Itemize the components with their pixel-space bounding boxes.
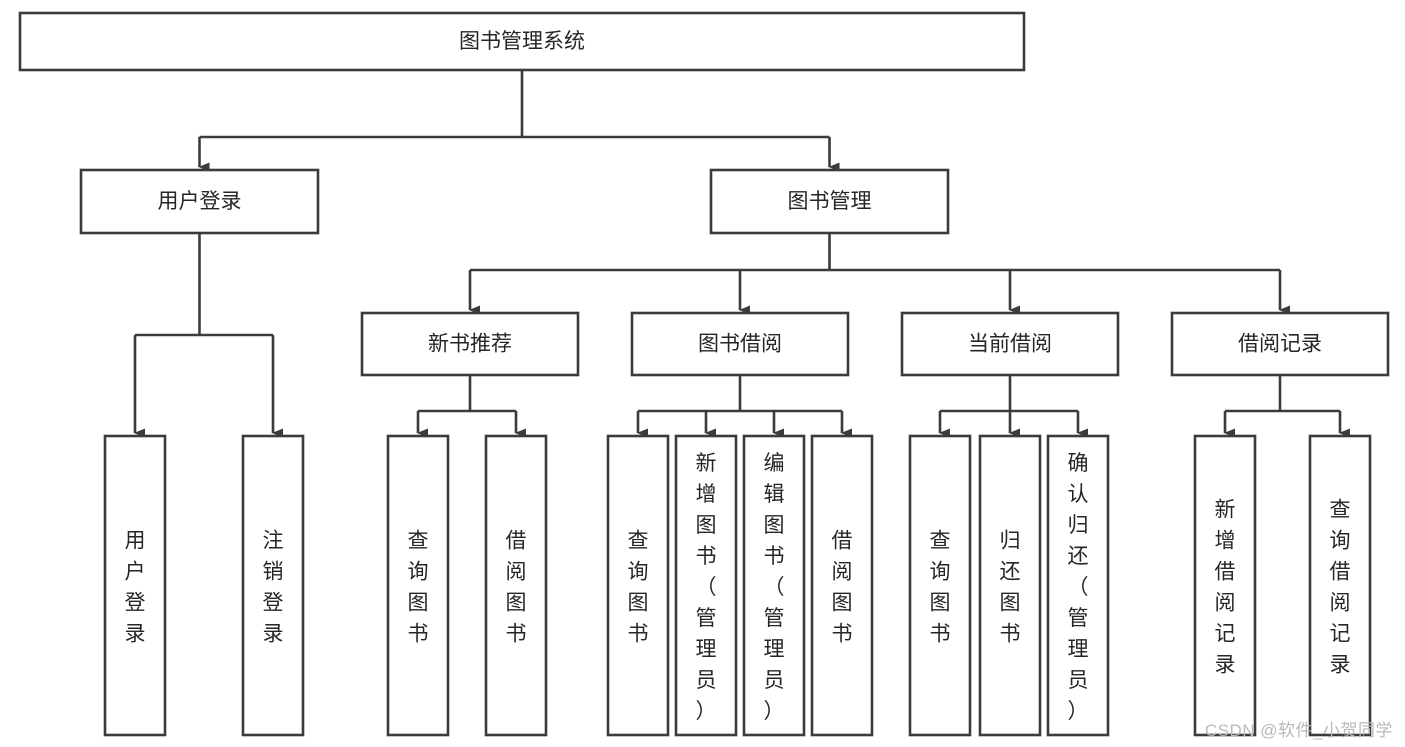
connector-lines: [133, 70, 1350, 438]
node-label: 图书借阅: [698, 333, 782, 356]
node-leaf-6[interactable]: 编辑图书（管理员）: [742, 434, 806, 737]
node-label: 新增图书（管理员）: [696, 452, 717, 723]
node-label: 查询图书: [930, 530, 951, 646]
node-l3-1[interactable]: 图书借阅: [630, 311, 850, 377]
node-leaf-7[interactable]: 借阅图书: [810, 434, 874, 737]
node-box-借阅图书-3[interactable]: [484, 434, 548, 737]
node-label: 用户登录: [158, 190, 242, 213]
node-box-用户登录-0[interactable]: [79, 168, 320, 235]
node-label: 当前借阅: [968, 333, 1052, 356]
node-label: 用户登录: [125, 530, 146, 646]
node-leaf-0[interactable]: 用户登录: [103, 434, 167, 737]
node-label: 借阅图书: [506, 530, 527, 646]
node-box-注销登录-1[interactable]: [241, 434, 305, 737]
node-label: 确认归还（管理员）: [1068, 452, 1089, 723]
node-leaf-11[interactable]: 新增借阅记录: [1193, 434, 1257, 737]
node-box-图书管理-1[interactable]: [709, 168, 950, 235]
node-box-图书管理系统-0[interactable]: [18, 11, 1026, 72]
node-box-新书推荐-0[interactable]: [360, 311, 580, 377]
node-l2-1[interactable]: 图书管理: [709, 168, 950, 235]
node-label: 查询借阅记录: [1330, 499, 1351, 677]
node-leaf-3[interactable]: 借阅图书: [484, 434, 548, 737]
node-box-查询图书-2[interactable]: [386, 434, 450, 737]
node-box-查询借阅记录-12[interactable]: [1308, 434, 1372, 737]
node-l3-3[interactable]: 借阅记录: [1170, 311, 1390, 377]
node-leaf-5[interactable]: 新增图书（管理员）: [674, 434, 738, 737]
node-root-0[interactable]: 图书管理系统: [18, 11, 1026, 72]
node-boxes: 图书管理系统用户登录图书管理新书推荐图书借阅当前借阅借阅记录用户登录注销登录查询…: [18, 11, 1390, 737]
node-label: 新书推荐: [428, 333, 512, 356]
node-box-查询图书-4[interactable]: [606, 434, 670, 737]
node-box-借阅记录-3[interactable]: [1170, 311, 1390, 377]
node-label: 归还图书: [1000, 530, 1021, 646]
node-label: 新增借阅记录: [1215, 499, 1236, 677]
node-box-编辑图书管理员-6[interactable]: [742, 434, 806, 737]
node-box-图书借阅-1[interactable]: [630, 311, 850, 377]
node-leaf-12[interactable]: 查询借阅记录: [1308, 434, 1372, 737]
node-box-归还图书-9[interactable]: [978, 434, 1042, 737]
watermark-label: CSDN @软件_小贺同学: [1204, 721, 1393, 740]
node-leaf-10[interactable]: 确认归还（管理员）: [1046, 434, 1110, 737]
node-box-新增图书管理员-5[interactable]: [674, 434, 738, 737]
node-leaf-8[interactable]: 查询图书: [908, 434, 972, 737]
node-box-查询图书-8[interactable]: [908, 434, 972, 737]
node-label: 图书管理系统: [459, 30, 585, 53]
node-box-新增借阅记录-11[interactable]: [1193, 434, 1257, 737]
node-leaf-9[interactable]: 归还图书: [978, 434, 1042, 737]
node-label: 借阅图书: [832, 530, 853, 646]
node-label: 图书管理: [788, 190, 872, 213]
node-box-当前借阅-2[interactable]: [900, 311, 1120, 377]
node-label: 注销登录: [263, 530, 284, 646]
node-box-用户登录-0[interactable]: [103, 434, 167, 737]
node-leaf-2[interactable]: 查询图书: [386, 434, 450, 737]
node-l3-2[interactable]: 当前借阅: [900, 311, 1120, 377]
node-label: 查询图书: [408, 530, 429, 646]
node-l3-0[interactable]: 新书推荐: [360, 311, 580, 377]
node-label: 编辑图书（管理员）: [764, 452, 785, 723]
node-leaf-4[interactable]: 查询图书: [606, 434, 670, 737]
node-label: 查询图书: [628, 530, 649, 646]
node-box-确认归还管理员-10[interactable]: [1046, 434, 1110, 737]
node-leaf-1[interactable]: 注销登录: [241, 434, 305, 737]
node-l2-0[interactable]: 用户登录: [79, 168, 320, 235]
node-box-借阅图书-7[interactable]: [810, 434, 874, 737]
node-label: 借阅记录: [1238, 333, 1322, 356]
